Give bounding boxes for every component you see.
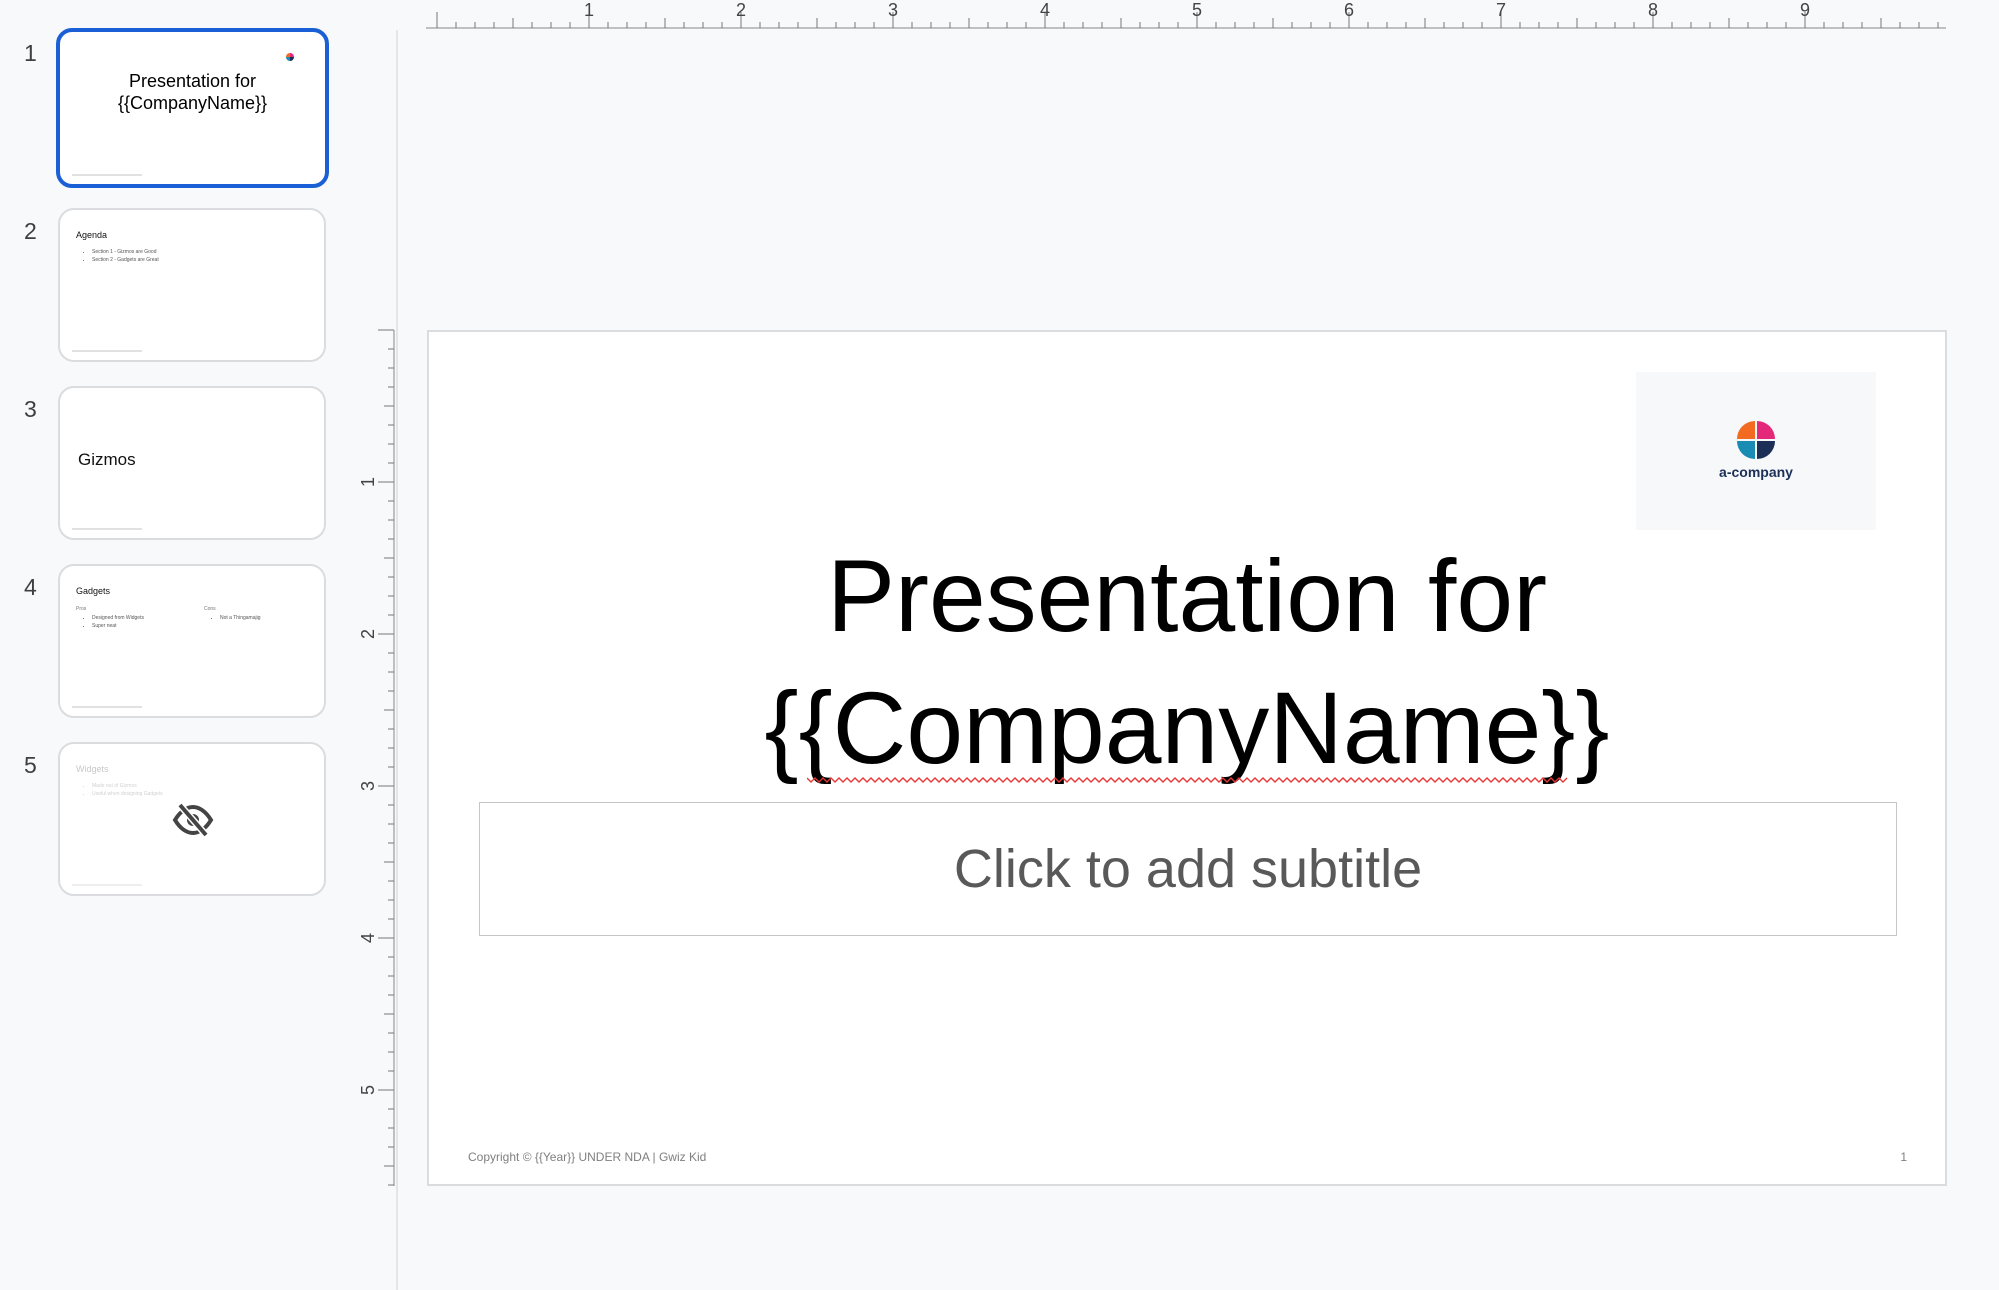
ruler-label: 3 <box>360 781 378 791</box>
ruler-label: 8 <box>1648 0 1658 20</box>
subtitle-placeholder-text: Click to add subtitle <box>953 839 1423 899</box>
thumbnail-footer <box>72 528 142 530</box>
bullet-item: Not a Thingamajig <box>220 614 261 622</box>
slide-thumbnail[interactable]: Gadgets Pros Designed from Widgets Super… <box>58 564 326 718</box>
company-logo[interactable]: a-company <box>1636 372 1876 530</box>
slide-thumbnail[interactable]: Agenda Section 1 - Gizmos are Good Secti… <box>58 208 326 362</box>
slide-filmstrip: 1 Presentation for {{CompanyName}} 2 Age… <box>0 0 395 1290</box>
filmstrip-slide-4[interactable]: 4 Gadgets Pros Designed from Widgets Sup… <box>0 564 395 742</box>
slide-footer: Copyright © {{Year}} UNDER NDA | Gwiz Ki… <box>468 1150 707 1164</box>
ruler-label: 5 <box>1192 0 1202 20</box>
thumbnail-footer <box>72 174 142 176</box>
subtitle-placeholder[interactable]: Click to add subtitle <box>479 802 1897 936</box>
bullet-item: Section 1 - Gizmos are Good <box>92 248 159 256</box>
eye-slash-icon <box>172 802 214 838</box>
ruler-label: 9 <box>1800 0 1810 20</box>
ruler-label: 3 <box>888 0 898 20</box>
bullet-item: Super neat <box>92 622 144 630</box>
thumbnail-bullets: Designed from Widgets Super neat <box>86 614 144 630</box>
thumbnail-bullets: Made out of Gizmos Useful when designing… <box>86 782 163 798</box>
filmstrip-slide-2[interactable]: 2 Agenda Section 1 - Gizmos are Good Sec… <box>0 208 395 386</box>
thumbnail-column-heading: Cons <box>204 606 216 612</box>
ruler-label: 6 <box>1344 0 1354 20</box>
thumbnail-title: Presentation for {{CompanyName}} <box>60 70 325 114</box>
filmstrip-slide-1[interactable]: 1 Presentation for {{CompanyName}} <box>0 28 395 208</box>
slide-number: 2 <box>24 218 37 244</box>
slide-number: 4 <box>24 574 37 600</box>
filmstrip-slide-5[interactable]: 5 Widgets Made out of Gizmos Useful when… <box>0 742 395 920</box>
slide-number: 1 <box>24 40 37 66</box>
company-logo-text: a-company <box>1719 464 1793 480</box>
thumbnail-bullets: Section 1 - Gizmos are Good Section 2 - … <box>86 248 159 264</box>
slide-number: 5 <box>24 752 37 778</box>
company-logo-icon <box>1737 421 1775 459</box>
title-textbox[interactable]: Presentation for {{CompanyName}} <box>429 530 1945 794</box>
spellcheck-underline <box>807 777 1568 783</box>
filmstrip-slide-3[interactable]: 3 Gizmos <box>0 386 395 564</box>
vertical-ruler[interactable]: 1 2 3 4 5 <box>360 30 396 1290</box>
thumbnail-heading: Gizmos <box>78 450 136 469</box>
ruler-label: 1 <box>584 0 594 20</box>
ruler-label: 1 <box>360 477 378 487</box>
slide-number: 3 <box>24 396 37 422</box>
horizontal-ruler[interactable]: 1 2 3 4 5 6 7 8 9 <box>396 0 1999 30</box>
thumbnail-heading: Gadgets <box>76 586 111 596</box>
ruler-label: 7 <box>1496 0 1506 20</box>
slide-thumbnail[interactable]: Gizmos <box>58 386 326 540</box>
thumbnail-heading: Widgets <box>76 764 109 774</box>
thumbnail-footer <box>72 350 142 352</box>
thumbnail-bullets: Not a Thingamajig <box>214 614 261 622</box>
ruler-label: 4 <box>360 933 378 943</box>
title-line: Presentation for <box>826 539 1548 653</box>
ruler-label: 2 <box>360 629 378 639</box>
slide-thumbnail[interactable]: Presentation for {{CompanyName}} <box>56 28 329 188</box>
ruler-label: 4 <box>1040 0 1050 20</box>
thumbnail-title-line: Presentation for <box>128 71 257 91</box>
title-line: {{CompanyName}} <box>764 671 1610 785</box>
bullet-item: Section 2 - Gadgets are Great <box>92 256 159 264</box>
ruler-label: 2 <box>736 0 746 20</box>
slide-thumbnail[interactable]: Widgets Made out of Gizmos Useful when d… <box>58 742 326 896</box>
editor-divider <box>396 30 398 1290</box>
slide-page-number: 1 <box>1900 1150 1907 1164</box>
bullet-item: Designed from Widgets <box>92 614 144 622</box>
thumbnail-footer <box>72 706 142 708</box>
slide-canvas[interactable]: a-company Presentation for {{CompanyName… <box>427 330 1947 1186</box>
bullet-item: Useful when designing Gadgets <box>92 790 163 798</box>
company-logo-icon <box>286 53 294 61</box>
ruler-label: 5 <box>360 1085 378 1095</box>
thumbnail-footer <box>72 884 142 886</box>
thumbnail-title-line: {{CompanyName}} <box>117 93 268 113</box>
thumbnail-heading: Agenda <box>76 230 108 240</box>
thumbnail-column-heading: Pros <box>76 606 87 612</box>
bullet-item: Made out of Gizmos <box>92 782 163 790</box>
